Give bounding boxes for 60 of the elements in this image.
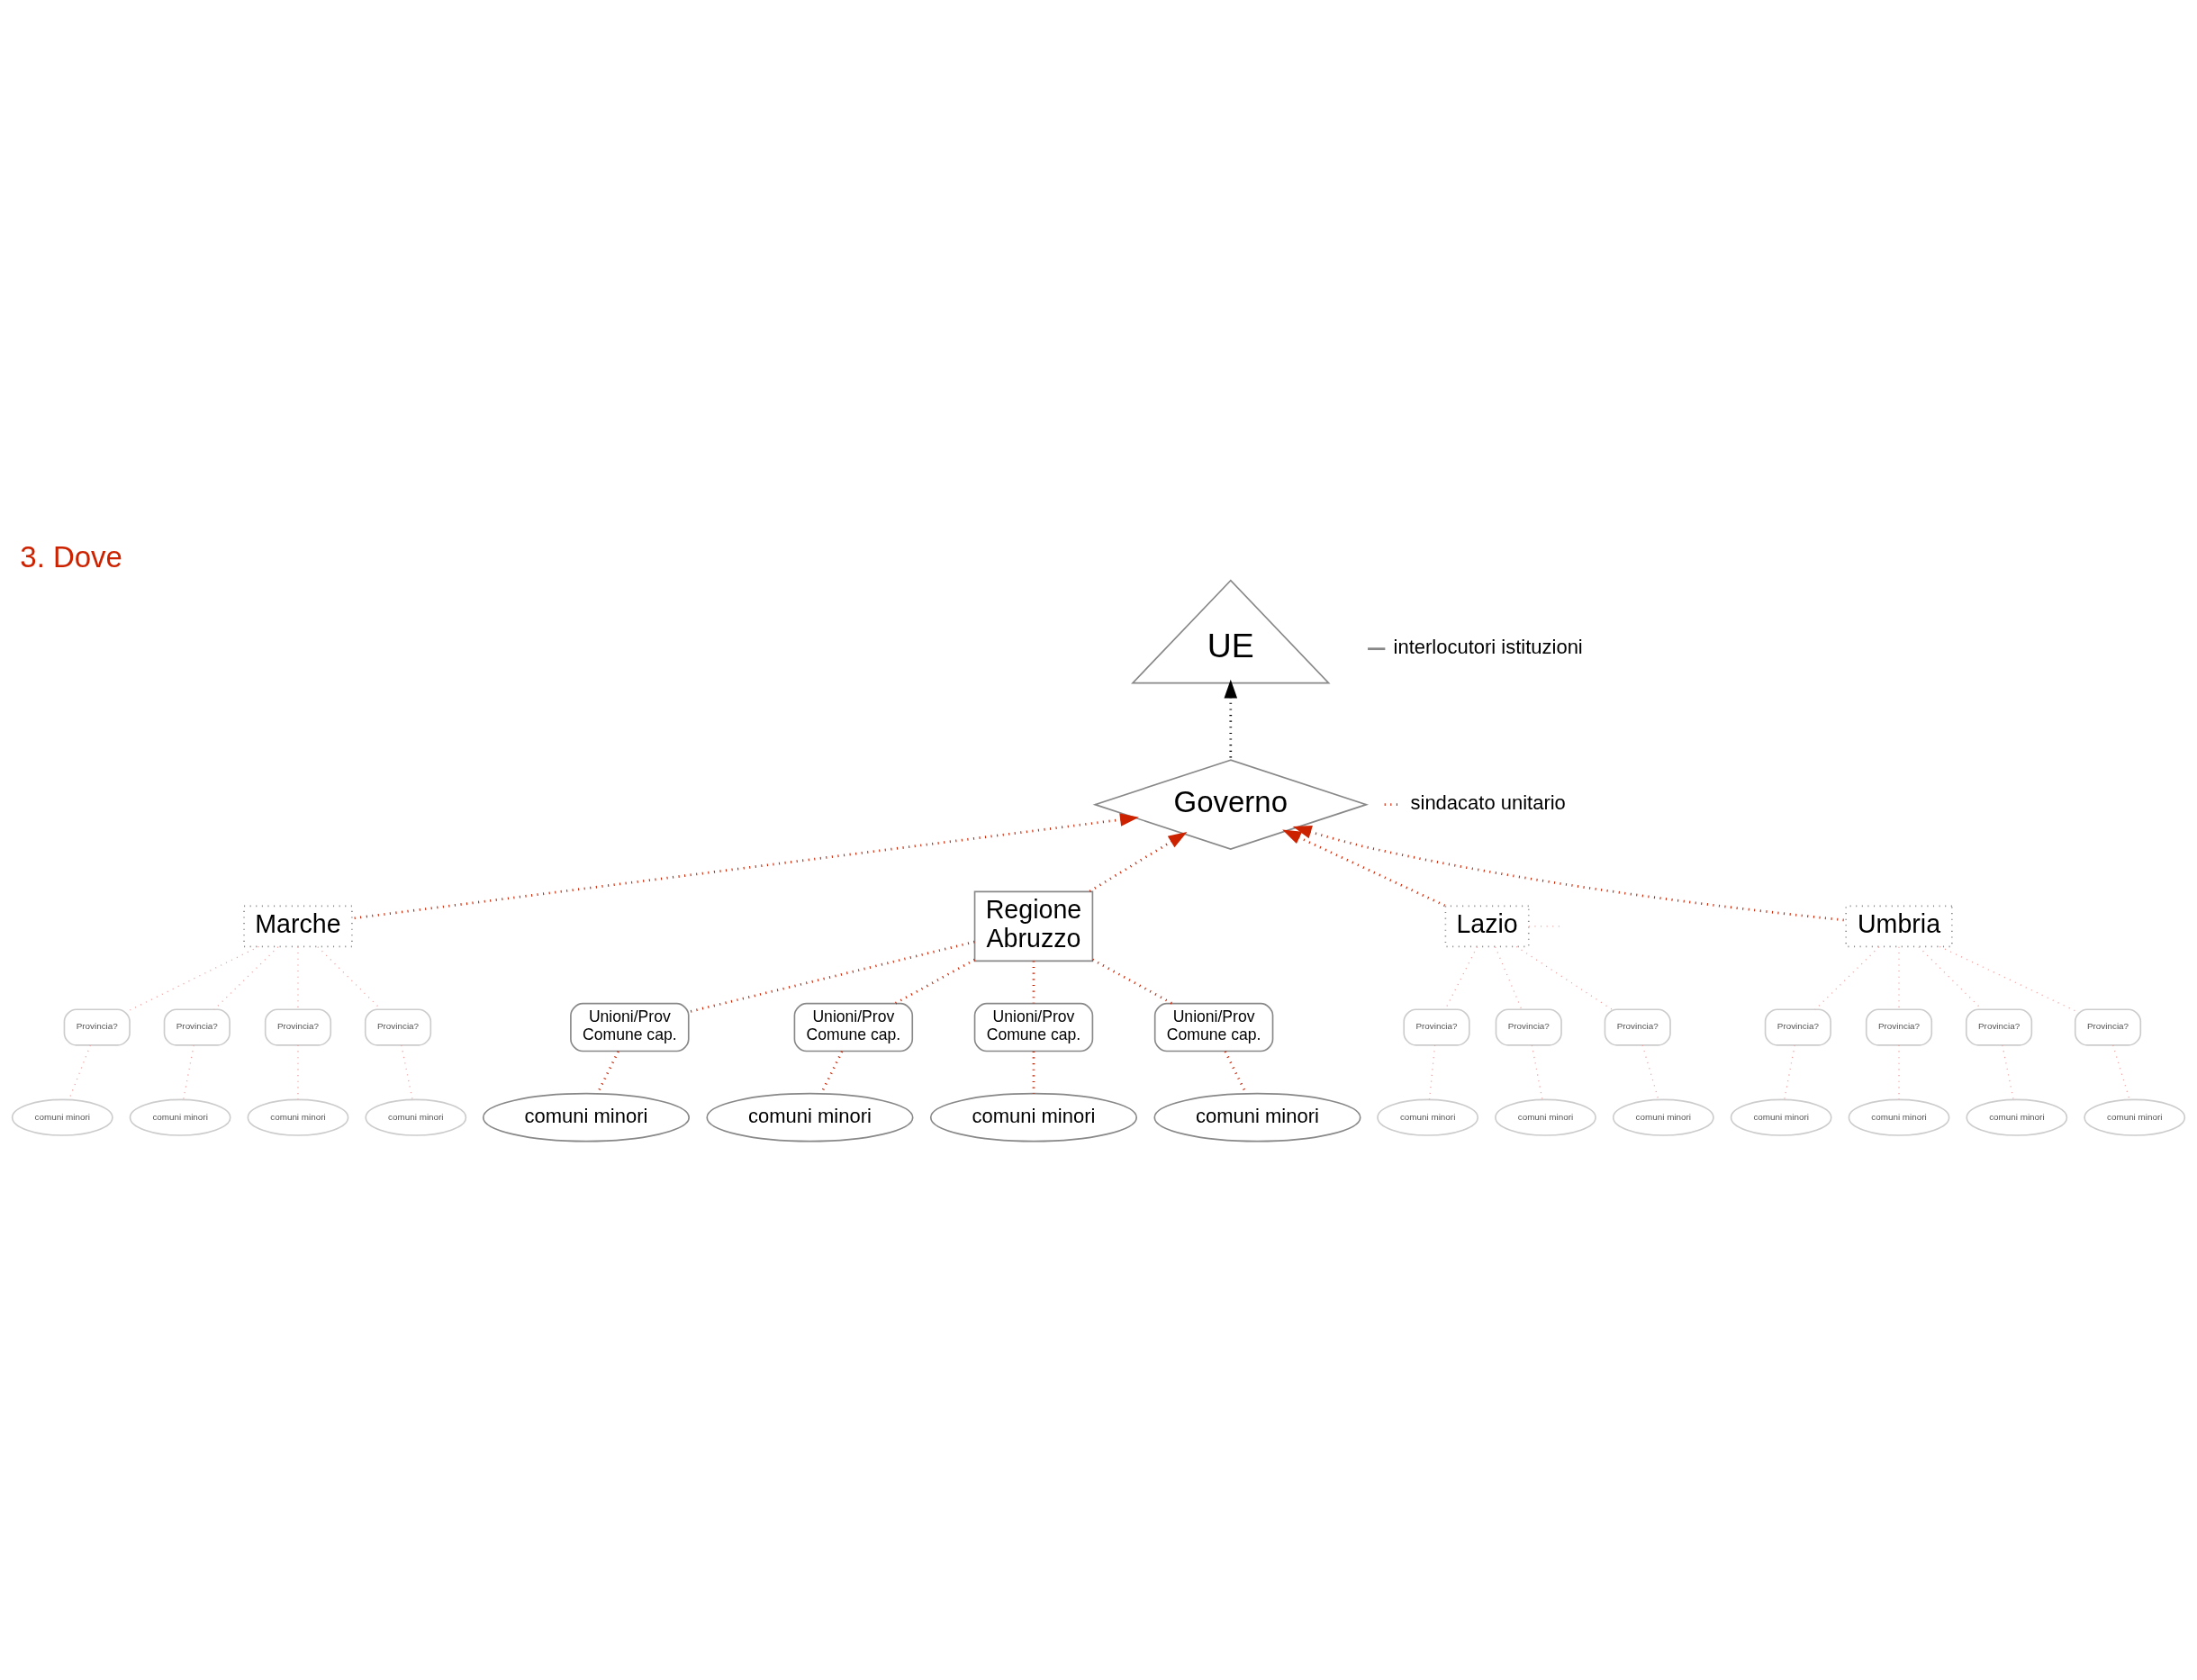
node-box: Provincia?	[264, 1007, 332, 1046]
legend-label: interlocutori istituzioni	[1393, 635, 1583, 658]
node-ellipse: comuni minori	[247, 1098, 349, 1136]
connector	[1032, 1051, 1035, 1093]
node-ellipse: comuni minori	[11, 1098, 113, 1136]
node-box: Provincia?	[1865, 1007, 1933, 1046]
connector	[1091, 958, 1173, 1005]
connector	[1939, 945, 2076, 1011]
node-ellipse: comuni minori	[1495, 1098, 1596, 1136]
node-box: Unioni/Prov Comune cap.	[570, 1002, 690, 1052]
arrow	[1282, 829, 1447, 908]
arrow	[1088, 831, 1188, 893]
node-ellipse: comuni minori	[365, 1098, 467, 1136]
connector	[183, 1043, 194, 1100]
connector	[213, 945, 279, 1010]
arrow	[1224, 679, 1238, 760]
connector	[894, 958, 976, 1005]
connector	[1515, 945, 1613, 1010]
arrow	[1292, 825, 1847, 921]
connector	[1531, 1043, 1543, 1100]
node-ellipse: comuni minori	[1612, 1098, 1714, 1136]
node-box: Provincia?	[1495, 1007, 1562, 1046]
node-box: Provincia?	[364, 1007, 432, 1046]
node-ellipse: comuni minori	[1730, 1098, 1832, 1136]
node-box: Provincia?	[1965, 1007, 2033, 1046]
node-box: Unioni/Prov Comune cap.	[793, 1002, 914, 1052]
node-box: Regione Abruzzo	[973, 890, 1094, 962]
connector	[1495, 945, 1523, 1010]
node-box: Provincia?	[1604, 1007, 1671, 1046]
node-box: Provincia?	[2074, 1007, 2142, 1046]
node-box: Provincia?	[1764, 1007, 1831, 1046]
node-box: Provincia?	[1403, 1007, 1470, 1046]
node-ellipse: comuni minori	[929, 1092, 1138, 1142]
connector	[1428, 1043, 1436, 1100]
node-box: Lazio	[1444, 905, 1530, 947]
connector	[2112, 1043, 2130, 1100]
node-ellipse: comuni minori	[706, 1092, 914, 1142]
node-ellipse: comuni minori	[482, 1092, 690, 1142]
connector	[688, 940, 975, 1013]
node-box: Provincia?	[163, 1007, 231, 1046]
node-box: Marche	[243, 905, 353, 947]
node-ellipse: comuni minori	[2084, 1098, 2186, 1136]
node-box: Umbria	[1845, 905, 1953, 947]
connector	[2002, 1043, 2014, 1100]
connector	[1784, 1043, 1795, 1100]
connector	[1641, 1043, 1659, 1100]
node-box: Unioni/Prov Comune cap.	[973, 1002, 1094, 1052]
node-box: Unioni/Prov Comune cap.	[1153, 1002, 1274, 1052]
legend-label: sindacato unitario	[1410, 790, 1566, 814]
connector	[129, 945, 260, 1011]
connector	[1814, 945, 1880, 1010]
arrow	[351, 812, 1139, 919]
node-ellipse: comuni minori	[1377, 1098, 1479, 1136]
node-ellipse: comuni minori	[1966, 1098, 2068, 1136]
node-box: Provincia?	[63, 1007, 131, 1046]
node-ellipse: comuni minori	[129, 1098, 231, 1136]
node-ellipse: comuni minori	[1153, 1092, 1361, 1142]
diagram-title: 3. Dove	[20, 539, 122, 574]
node-ellipse: comuni minori	[1848, 1098, 1950, 1136]
connector	[401, 1043, 413, 1100]
